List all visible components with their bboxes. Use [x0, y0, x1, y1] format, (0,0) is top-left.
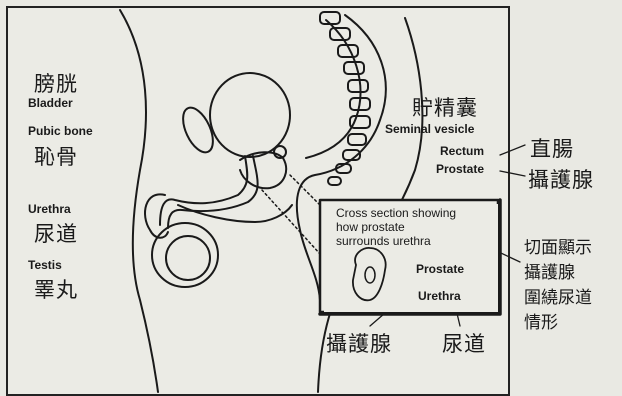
rectum-label-zh: 直腸	[530, 133, 574, 163]
seminal-vesicle-label-en: Seminal vesicle	[385, 122, 474, 136]
cross-section-caption-zh-4: 情形	[524, 311, 558, 336]
cross-section-caption-zh-1: 切面顯示	[524, 236, 592, 261]
urethra-label-zh: 尿道	[34, 218, 78, 248]
pubic-bone-label-en: Pubic bone	[28, 124, 93, 138]
cross-section-caption-zh-3: 圍繞尿道	[524, 286, 592, 311]
inset-caption-line-2: how prostate	[336, 220, 405, 234]
inset-caption-line-3: surrounds urethra	[336, 234, 431, 248]
bladder	[210, 73, 290, 157]
inset-urethra-label: Urethra	[418, 289, 461, 303]
bladder-label-zh: 膀胱	[34, 68, 78, 98]
spine	[320, 12, 370, 185]
bottom-urethra-label-zh: 尿道	[442, 328, 486, 358]
penis	[145, 194, 168, 237]
prostate-label-en: Prostate	[436, 162, 484, 176]
bottom-prostate-label-zh: 攝護腺	[326, 328, 392, 358]
urethra-label-en: Urethra	[28, 202, 71, 216]
inset-caption-line-1: Cross section showing	[336, 206, 456, 220]
testis-label-zh: 睪丸	[34, 274, 78, 304]
pubic-bone-label-zh: 恥骨	[34, 141, 78, 171]
testis-label-en: Testis	[28, 258, 62, 272]
rectum-label-en: Rectum	[440, 144, 484, 158]
body-outline	[120, 10, 158, 392]
cross-section-caption-zh-2: 攝護腺	[524, 261, 575, 286]
prostate-label-zh: 攝護腺	[528, 164, 594, 194]
inset-prostate-label: Prostate	[416, 262, 464, 276]
seminal-vesicle-label-zh: 貯精囊	[412, 92, 478, 122]
bladder-label-en: Bladder	[28, 96, 73, 110]
testis	[152, 223, 218, 287]
